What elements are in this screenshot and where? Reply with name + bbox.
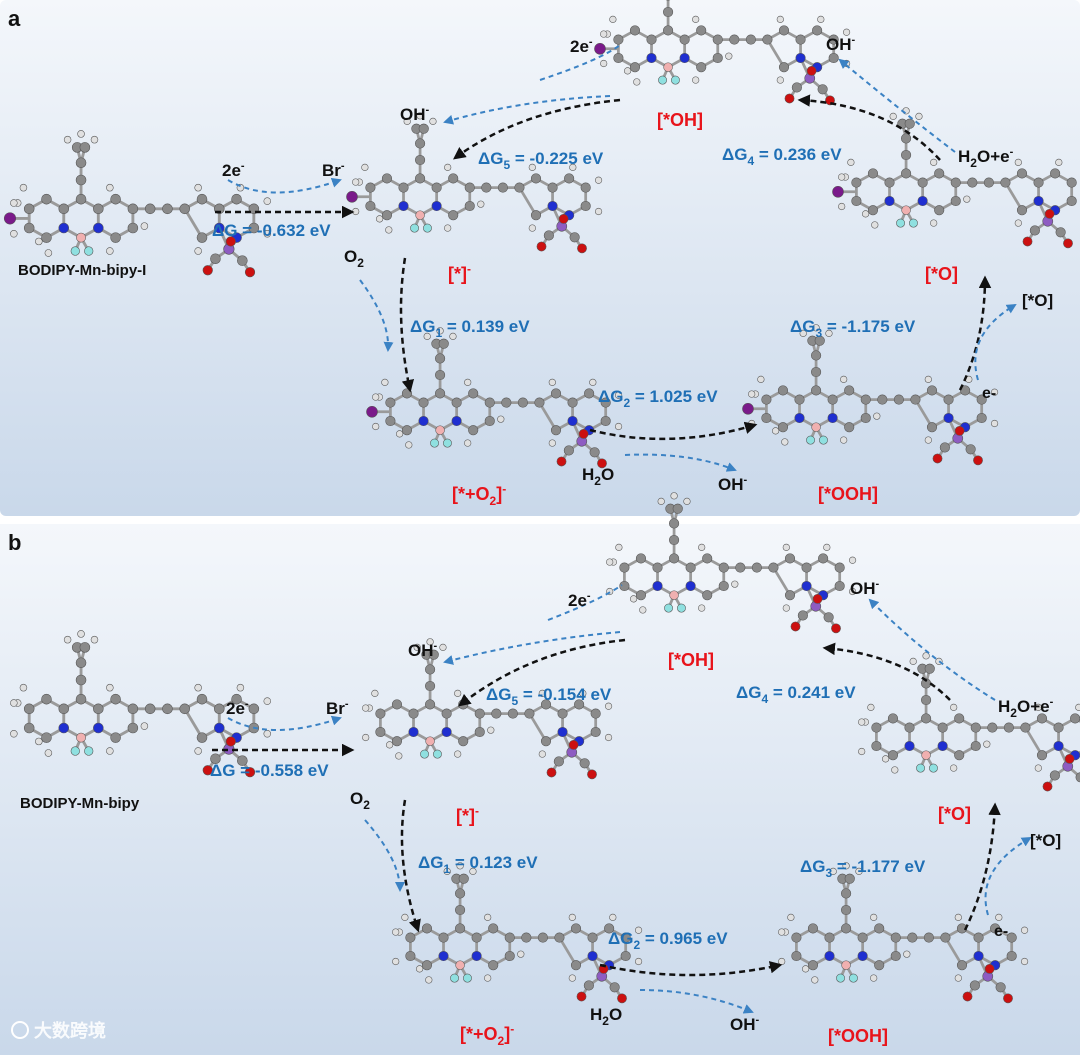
oh-minus-step2-a: OH- [718, 474, 748, 494]
o-side-label-a: [*O] [1022, 291, 1053, 310]
initial-dg-label-b: ΔG = -0.558 eV [210, 761, 329, 780]
oh-left-label-a: OH- [400, 104, 430, 124]
state-o-a: [*O] [925, 264, 958, 284]
oh-left-label-b: OH- [408, 640, 438, 660]
state-oh-b: [*OH] [668, 650, 714, 670]
panel-b-letter: b [8, 530, 21, 555]
watermark-text: 大数跨境 [34, 1020, 106, 1041]
state-ooh-b: [*OOH] [828, 1026, 888, 1046]
o-side-label-b: [*O] [1030, 831, 1061, 850]
panel-a-background [0, 0, 1080, 516]
state-oh-a: [*OH] [657, 110, 703, 130]
state-o-b: [*O] [938, 804, 971, 824]
panel-b: b BODIPY-Mn-bipy 2e- Br- ΔG = -0.558 eV … [0, 493, 1080, 1055]
initial-dg-label-a: ΔG = -0.632 eV [212, 221, 331, 240]
start-molecule-label-b: BODIPY-Mn-bipy [20, 795, 140, 812]
e-minus-label-a: e- [982, 385, 996, 402]
panel-a-letter: a [8, 6, 21, 31]
e-minus-label-b: e- [994, 923, 1008, 940]
oh-top-label-a: OH- [826, 34, 856, 54]
oh-minus-step2-b: OH- [730, 1014, 760, 1034]
start-molecule-label-a: BODIPY-Mn-bipy-I [18, 262, 146, 279]
panel-b-background [0, 524, 1080, 1055]
oh-top-label-b: OH- [850, 578, 880, 598]
panel-a: a BODIPY-Mn-bipy-I 2e- Br- ΔG = -0.632 e… [0, 0, 1080, 516]
state-ooh-a: [*OOH] [818, 484, 878, 504]
